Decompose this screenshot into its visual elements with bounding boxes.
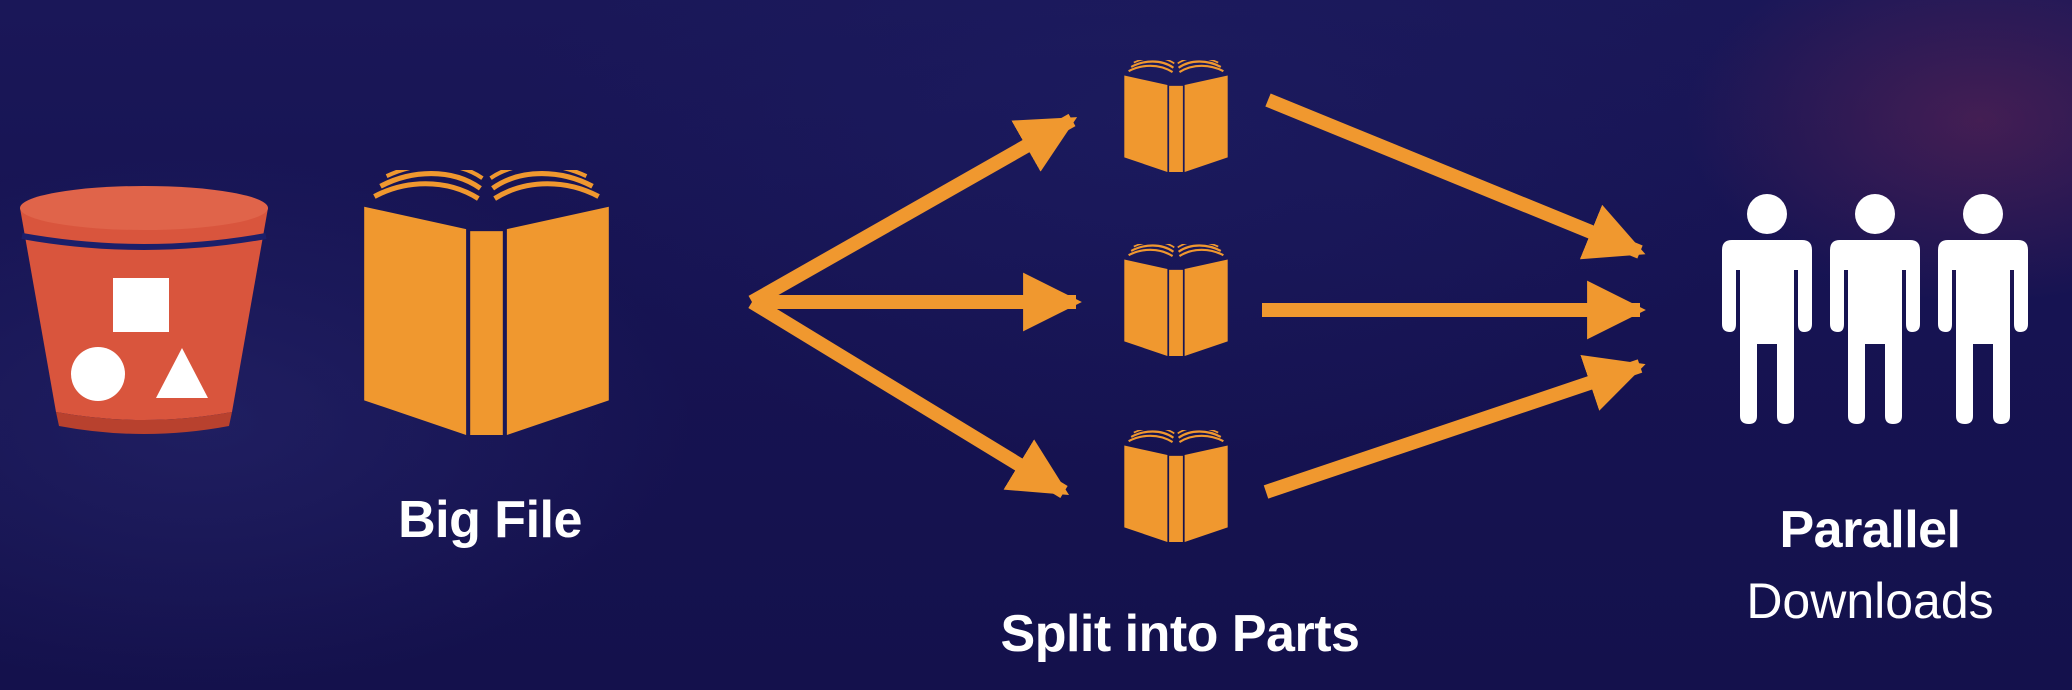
person-icon-3 — [1938, 194, 2028, 424]
part-book-icon-2 — [1123, 244, 1229, 356]
big-file-book-icon — [364, 165, 609, 435]
part-book-icon-3 — [1123, 430, 1229, 542]
triangle-shape — [156, 348, 208, 398]
s3-bucket-icon — [20, 186, 268, 434]
person-icon-2 — [1830, 194, 1920, 424]
person-icon-1 — [1722, 194, 1812, 424]
circle-shape — [71, 347, 125, 401]
split-into-parts-label: Split into Parts — [1000, 605, 1360, 663]
split-arrow-top — [748, 113, 1078, 309]
split-arrow-bottom — [748, 296, 1070, 498]
download-arrow-top — [1265, 93, 1646, 260]
download-arrow-bottom — [1263, 355, 1646, 499]
part-book-icon-1 — [1123, 60, 1229, 172]
big-file-label: Big File — [398, 491, 582, 549]
parallel-label: Parallel — [1779, 501, 1961, 559]
square-shape — [113, 278, 169, 332]
split-arrows — [748, 113, 1082, 498]
downloads-label: Downloads — [1746, 573, 1994, 629]
download-arrows — [1262, 93, 1646, 499]
